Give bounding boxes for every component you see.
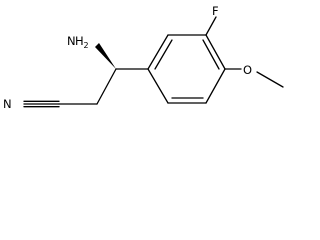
benzene-ring xyxy=(147,34,226,104)
ring-bond-1 xyxy=(147,34,169,70)
ring-bond-4 xyxy=(205,68,226,104)
molecule-drawing: N H 2 F O N xyxy=(3,4,284,111)
ring-double-inner-1 xyxy=(154,39,173,70)
ring-double-inner-2 xyxy=(202,39,220,70)
bond-ring-to-fluorine xyxy=(205,16,217,36)
ring-bond-6 xyxy=(147,68,169,104)
bond-oxygen-to-methyl xyxy=(256,71,284,88)
structure-canvas: N H 2 F O N xyxy=(0,0,291,120)
wedge-bond-amino xyxy=(95,43,116,69)
nitrile-chain xyxy=(23,68,117,108)
bond-chiral-to-ch2 xyxy=(96,68,117,105)
fluorine-label: F xyxy=(212,4,219,18)
amino-label: N H 2 xyxy=(67,34,89,50)
chiral-center xyxy=(95,43,149,70)
oxygen-label: O xyxy=(243,63,252,77)
amino-hydrogen-count: 2 xyxy=(84,41,89,50)
nitrile-nitrogen-label: N xyxy=(3,97,12,111)
methoxy-group xyxy=(224,68,284,88)
ring-bond-3 xyxy=(205,34,226,70)
amino-nitrogen-symbol: N xyxy=(67,34,76,48)
amino-hydrogen-symbol: H xyxy=(75,34,84,48)
